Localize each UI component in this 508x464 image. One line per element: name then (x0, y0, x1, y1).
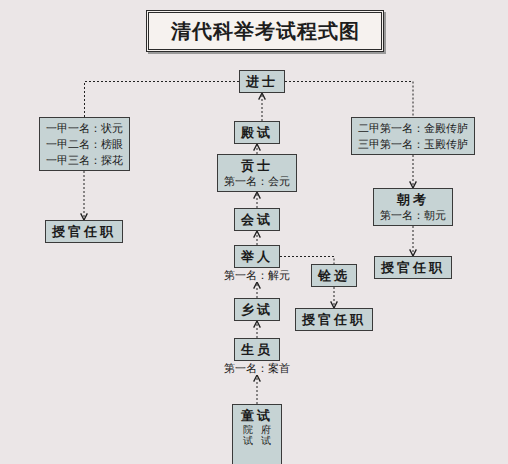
title-box: 清代科举考试程式图 (146, 10, 384, 52)
flow-connector (280, 257, 334, 265)
flow-connector (262, 93, 263, 121)
rank-note: 第一名：朝元 (380, 208, 446, 223)
flow-connector (413, 155, 414, 188)
process-box: 朝考第一名：朝元 (373, 188, 453, 226)
stage-label: 朝考 (380, 191, 446, 208)
flow-connector (85, 82, 240, 118)
stage-label: 贡士 (224, 157, 290, 174)
stage-label: 授官任职 (381, 259, 445, 276)
stage-label: 生员 (241, 341, 273, 358)
stage-label: 殿试 (241, 124, 273, 141)
rank-note: 第一名：会元 (224, 174, 290, 189)
process-box: 授官任职 (295, 308, 373, 331)
stage-label: 一甲二名：榜眼 (46, 136, 123, 152)
stage-label: 二甲第一名：金殿传胪 (358, 120, 468, 136)
process-box: 二甲第一名：金殿传胪三甲第一名：玉殿传胪 (351, 117, 475, 155)
rank-note: 第一名：案首 (222, 362, 292, 375)
stage-label: 一甲一名：状元 (46, 120, 123, 136)
flow-connector (257, 321, 258, 338)
sub-exam-label: 院试 (243, 424, 253, 446)
stage-label: 会试 (241, 211, 273, 228)
process-box: 殿试 (234, 121, 280, 144)
process-box: 进士 (239, 70, 285, 93)
process-box: 举人第一名：解元 (234, 245, 280, 268)
process-box: 一甲一名：状元一甲二名：榜眼一甲三名：探花 (39, 117, 130, 171)
flow-connector (257, 375, 258, 404)
diagram-title: 清代科举考试程式图 (171, 18, 360, 45)
process-box: 乡试 (234, 298, 280, 321)
stage-label: 进士 (246, 73, 278, 90)
sub-exam-row: 院试府试 (239, 424, 275, 446)
rank-note: 第一名：解元 (222, 269, 292, 282)
stage-label: 童试 (239, 407, 275, 424)
process-box: 童试院试府试 (232, 404, 282, 464)
process-box: 授官任职 (374, 256, 452, 279)
stage-label: 举人 (241, 248, 273, 265)
stage-label: 三甲第一名：玉殿传胪 (358, 136, 468, 152)
flow-connector (334, 287, 335, 308)
stage-label: 铨选 (318, 267, 350, 284)
process-box: 会试 (234, 208, 280, 231)
stage-label: 乡试 (241, 301, 273, 318)
process-box: 铨选 (311, 264, 357, 287)
flow-connector (257, 144, 258, 154)
stage-label: 授官任职 (52, 223, 116, 240)
flow-connector (257, 231, 258, 245)
flow-connector (413, 226, 414, 256)
stage-label: 一甲三名：探花 (46, 152, 123, 168)
flow-connector (257, 192, 258, 208)
stage-label: 授官任职 (302, 311, 366, 328)
process-box: 授官任职 (45, 220, 123, 243)
sub-exam-label: 府试 (261, 424, 271, 446)
flow-connector (257, 282, 258, 298)
flow-connector (285, 82, 413, 118)
flow-connector (84, 171, 85, 220)
process-box: 贡士第一名：会元 (217, 154, 297, 192)
process-box: 生员第一名：案首 (234, 338, 280, 361)
